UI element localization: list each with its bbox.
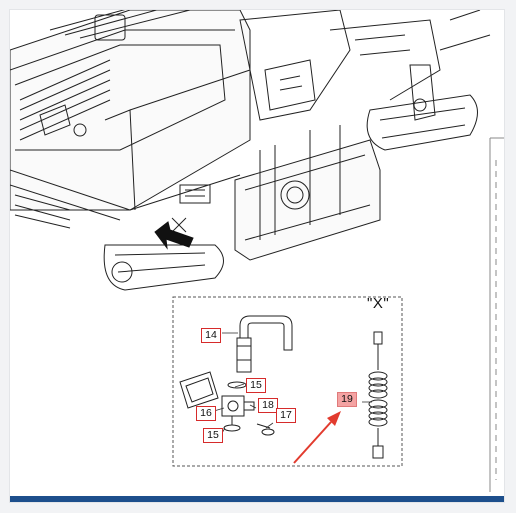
callout-15-upper: 15 [246, 378, 266, 393]
engine-housing [10, 10, 251, 229]
callout-14: 14 [201, 328, 221, 343]
bottom-table-bar [10, 496, 504, 502]
drawing-canvas: "X" 14 15 16 18 17 15 19 [10, 10, 504, 502]
detail-pipe [236, 315, 293, 373]
callout-17: 17 [276, 408, 296, 423]
callout-18: 18 [258, 398, 278, 413]
center-frame [179, 125, 381, 261]
machine-drawing [10, 10, 504, 492]
right-track [366, 94, 478, 151]
detail-coil-hose [368, 331, 388, 459]
left-track [103, 244, 224, 291]
callout-16: 16 [196, 406, 216, 421]
callout-15-lower: 15 [203, 428, 223, 443]
red-indicator-arrow [293, 411, 341, 464]
view-x-marker [171, 217, 187, 233]
callout-19-highlighted: 19 [337, 392, 357, 407]
pointer-arrow [154, 221, 194, 250]
rear-assembly [239, 10, 491, 121]
side-title-block [489, 137, 504, 492]
detail-fitting [179, 371, 275, 436]
detail-view-box [172, 296, 403, 467]
detail-view-label: "X" [367, 295, 390, 312]
